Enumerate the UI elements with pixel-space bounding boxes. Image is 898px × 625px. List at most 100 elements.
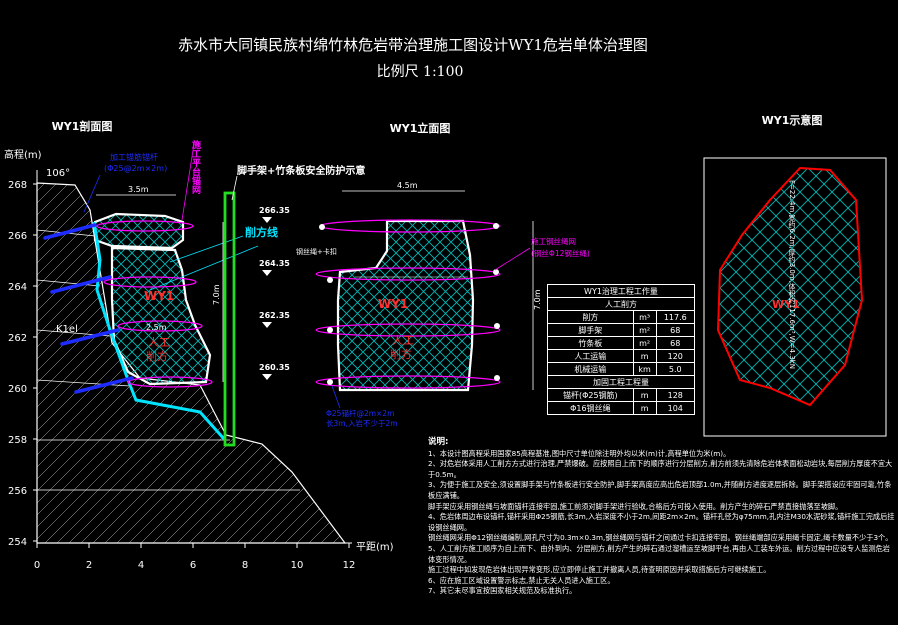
table-cell-item: 机械运输 bbox=[547, 362, 634, 376]
rock-mass bbox=[36, 182, 347, 544]
level-marker bbox=[262, 217, 272, 223]
sketch-side-note: F=22.4m,宽约6.2m,厚约3.0m,体积约117.6m³,W=4.3kN bbox=[788, 180, 796, 369]
note-item: 7、其它未尽事宜按国家相关规范及标准执行。 bbox=[428, 586, 577, 596]
note-item: 2、对危岩体采用人工削方方式进行治理,严禁爆破。应按照自上而下的顺序进行分层削方… bbox=[428, 459, 893, 479]
table-cell-item: Φ16钢丝绳 bbox=[547, 401, 634, 415]
x-tick-label: 12 bbox=[343, 560, 356, 571]
y-tick-label: 268 bbox=[8, 180, 27, 191]
elevation-cut-label-1: 人工 bbox=[392, 334, 414, 347]
rock-bedding-lines bbox=[36, 229, 300, 491]
slope-angle: 106° bbox=[46, 168, 70, 179]
section-anchor-note-1: 加工锚筋锚杆 bbox=[110, 152, 158, 162]
sketch-view-title: WY1示意图 bbox=[762, 113, 823, 127]
elevation-net-loops bbox=[315, 219, 501, 389]
sketch-view: WY1 F=22.4m,宽约6.2m,厚约3.0m,体积约117.6m³,W=4… bbox=[703, 157, 887, 437]
scaffold bbox=[223, 191, 236, 447]
note-item: 钢丝绳网采用Φ12钢丝绳编制,网孔尺寸为0.3m×0.3m,钢丝绳网与锚杆之间通… bbox=[428, 533, 893, 543]
x-tick-label: 8 bbox=[242, 560, 248, 571]
table-group-1: 人工削方 bbox=[547, 297, 695, 311]
x-tick-label: 10 bbox=[291, 560, 304, 571]
y-tick-label: 260 bbox=[8, 384, 27, 395]
note-item: 1、本设计图高程采用国家85高程基准,图中尺寸单位除注明外均以米(m)计,高程单… bbox=[428, 448, 731, 458]
level-marker bbox=[262, 322, 272, 328]
x-tick-label: 2 bbox=[86, 560, 92, 571]
notes-items: 1、本设计图高程采用国家85高程基准,图中尺寸单位除注明外均以米(m)计,高程单… bbox=[428, 449, 896, 597]
section-wy-label: WY1 bbox=[144, 289, 174, 303]
level-marker bbox=[262, 270, 272, 276]
elevation-levels: 266.35 264.35 262.35 260.35 bbox=[259, 206, 290, 380]
sketch-wy-label: WY1 bbox=[772, 298, 800, 311]
table-cell-qty: 120 bbox=[655, 349, 696, 363]
elevation-view: 脚手架+竹条板安全防护示意 4.5m 266.35 264.35 262.35 260… bbox=[231, 164, 590, 428]
table-title: WY1治理工程工作量 bbox=[547, 284, 695, 298]
table-cell-item: 削方 bbox=[547, 310, 634, 324]
table-cell-unit: m³ bbox=[632, 310, 657, 324]
note-item: 3、为便于施工及安全,须设置脚手架与竹条板进行安全防护,脚手架高度应高出危岩顶部… bbox=[428, 480, 892, 500]
elevation-anchor-note-1: Φ25锚杆@2m×2m bbox=[326, 408, 394, 418]
scaffold-note: 脚手架+竹条板安全防护示意 bbox=[237, 164, 365, 177]
section-dim-width: 3.5m bbox=[128, 185, 149, 194]
level-label: 266.35 bbox=[259, 206, 290, 215]
y-tick-label: 256 bbox=[8, 486, 27, 497]
section-net-loops bbox=[96, 220, 213, 388]
table-cell-qty: 117.6 bbox=[655, 310, 696, 324]
table-cell-qty: 5.0 bbox=[655, 362, 696, 376]
elevation-dim-height: 7.0m bbox=[533, 289, 542, 310]
x-tick-label: 4 bbox=[138, 560, 144, 571]
section-dim-2-5m: 2.5m bbox=[146, 323, 167, 332]
section-y-axis-label: 高程(m) bbox=[4, 148, 42, 161]
level-label: 260.35 bbox=[259, 363, 290, 372]
note-item: 5、人工削方施工顺序为自上而下、由外到内、分层削方,削方产生的碎石通过溜槽运至坡… bbox=[428, 543, 890, 564]
level-marker bbox=[262, 374, 272, 380]
note-item: 4、危岩体周边布设锚杆,锚杆采用Φ25钢筋,长3m,入岩深度不小于2m,间距2m… bbox=[428, 512, 895, 532]
section-anchors bbox=[43, 223, 134, 394]
y-tick-label: 254 bbox=[8, 537, 27, 548]
elevation-net-note-2: (钢丝Φ12钢丝绳) bbox=[531, 248, 590, 258]
elevation-anchor-heads bbox=[319, 223, 500, 385]
table-cell-item: 脚手架 bbox=[547, 323, 634, 337]
section-anchor-note-2: (Φ25@2m×2m) bbox=[104, 164, 167, 173]
x-tick-label: 0 bbox=[34, 560, 40, 571]
section-x-ticks: 0 2 4 6 8 10 12 bbox=[34, 543, 356, 571]
section-cut-label-1: 人工 bbox=[148, 336, 170, 349]
sketch-rock-outline bbox=[716, 166, 864, 407]
table-group-2: 加固工程工程量 bbox=[547, 375, 695, 389]
note-item: 施工过程中如发现危岩体出现异常变形,应立即停止施工并撤离人员,待查明原因并采取措… bbox=[428, 565, 771, 575]
level-label: 264.35 bbox=[259, 259, 290, 268]
scale-label: 比例尺 1:100 bbox=[377, 64, 464, 80]
cut-line-label: 削方线 bbox=[245, 225, 278, 239]
section-x-axis-label: 平距(m) bbox=[356, 541, 394, 553]
y-tick-label: 262 bbox=[8, 333, 27, 344]
table-cell-unit: km bbox=[632, 362, 657, 376]
y-tick-label: 264 bbox=[8, 282, 27, 293]
table-cell-item: 人工运输 bbox=[547, 349, 634, 363]
elevation-cut-label-2: 削方 bbox=[390, 347, 412, 361]
rock-label: K1el bbox=[56, 324, 78, 335]
table-cell-qty: 128 bbox=[655, 388, 696, 402]
table-cell-qty: 104 bbox=[655, 401, 696, 415]
table-cell-unit: m bbox=[632, 401, 657, 415]
section-view-title: WY1剖面图 bbox=[52, 119, 113, 133]
elevation-dim-width: 4.5m bbox=[397, 181, 418, 190]
elevation-view-title: WY1立面图 bbox=[390, 121, 451, 135]
table-cell-qty: 68 bbox=[655, 336, 696, 350]
x-tick-label: 6 bbox=[190, 560, 196, 571]
level-label: 262.35 bbox=[259, 311, 290, 320]
table-cell-unit: m bbox=[632, 349, 657, 363]
note-item: 脚手架应采用钢丝绳与坡面锚杆连接牢固,施工前须对脚手架进行验收,合格后方可投入使… bbox=[428, 501, 843, 511]
table-cell-item: 竹条板 bbox=[547, 336, 634, 350]
table-cell-unit: m² bbox=[632, 336, 657, 350]
elevation-anchor-note-2: 长3m,入岩不少于2m bbox=[326, 418, 398, 428]
table-cell-qty: 68 bbox=[655, 323, 696, 337]
elevation-wy-label: WY1 bbox=[378, 297, 408, 311]
